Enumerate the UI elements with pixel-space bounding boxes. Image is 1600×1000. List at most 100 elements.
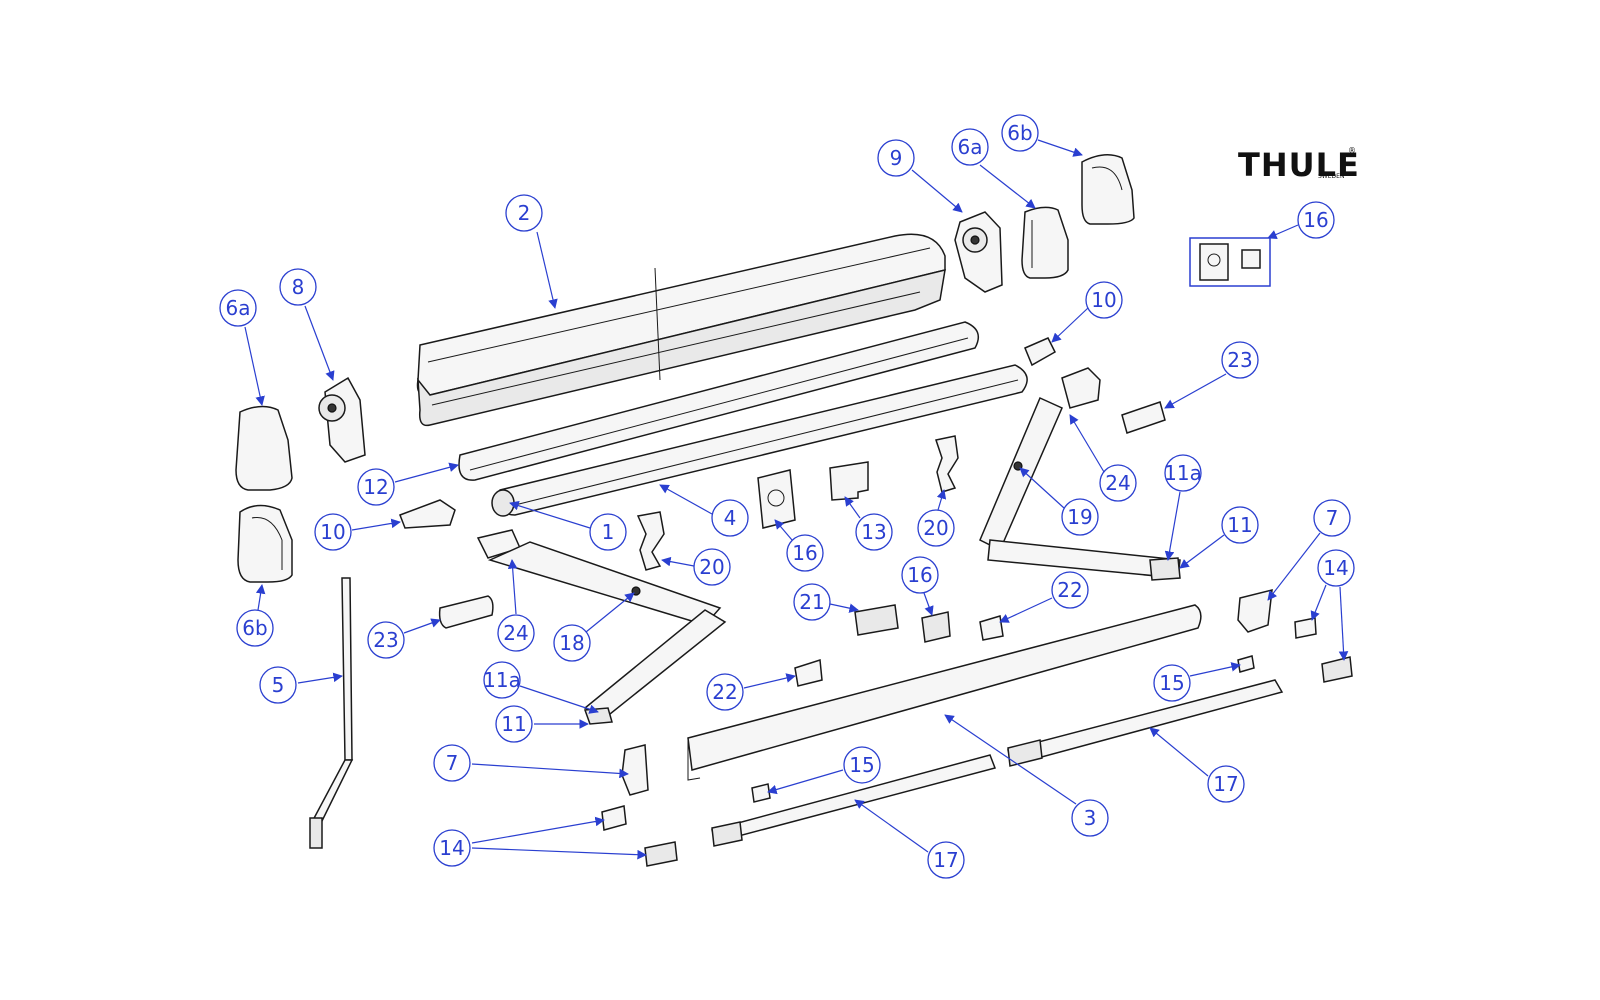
leader-line bbox=[743, 673, 796, 689]
callout-label: 6b bbox=[1007, 121, 1032, 145]
callout-label: 15 bbox=[1159, 671, 1184, 695]
part-7-right bbox=[1237, 589, 1273, 633]
callout-label: 11 bbox=[1227, 513, 1252, 537]
leader-line bbox=[1189, 662, 1241, 677]
part-13 bbox=[829, 461, 869, 501]
callout-6b-left: 6b bbox=[236, 584, 274, 647]
leader-line bbox=[854, 799, 929, 853]
callout-14-right: 14 bbox=[1310, 549, 1355, 661]
leader-line bbox=[1310, 584, 1327, 621]
callout-label: 13 bbox=[861, 520, 886, 544]
part-15-right bbox=[1237, 655, 1255, 673]
callout-label: 20 bbox=[699, 555, 724, 579]
callout-circle bbox=[279, 268, 317, 306]
callout-circle bbox=[433, 744, 471, 782]
callout-label: 14 bbox=[439, 836, 464, 860]
part-7-left bbox=[621, 744, 649, 796]
callout-1: 1 bbox=[509, 500, 627, 551]
callout-circle bbox=[706, 673, 744, 711]
callout-label: 6b bbox=[242, 616, 267, 640]
leader-line bbox=[1051, 307, 1089, 343]
leader-line bbox=[519, 685, 599, 714]
callout-circle bbox=[793, 583, 831, 621]
part-14-left-a bbox=[601, 805, 627, 831]
part-22-right bbox=[979, 615, 1004, 641]
callout-circle bbox=[357, 468, 395, 506]
callout-6a-left: 6a bbox=[219, 289, 265, 406]
callout-circle bbox=[495, 705, 533, 743]
callout-20-left: 20 bbox=[661, 548, 731, 586]
callout-11-right: 11 bbox=[1179, 506, 1259, 569]
leader-line bbox=[1267, 224, 1299, 239]
callout-circle bbox=[314, 513, 352, 551]
callout-circle bbox=[917, 509, 955, 547]
callout-17-right: 17 bbox=[1149, 727, 1245, 803]
part-16-mid bbox=[757, 469, 796, 529]
callout-label: 24 bbox=[503, 621, 528, 645]
callout-circle bbox=[219, 289, 257, 327]
callout-7-right: 7 bbox=[1267, 499, 1351, 601]
callout-label: 16 bbox=[907, 563, 932, 587]
part-20-right bbox=[935, 435, 959, 493]
callout-circle bbox=[1099, 464, 1137, 502]
leader-line bbox=[944, 714, 1077, 805]
callout-label: 2 bbox=[518, 201, 531, 225]
leader-line bbox=[507, 559, 518, 615]
leader-line bbox=[911, 169, 963, 213]
leader-line bbox=[351, 518, 401, 531]
callout-13: 13 bbox=[844, 496, 893, 551]
callout-label: 16 bbox=[1303, 208, 1328, 232]
callout-8: 8 bbox=[279, 268, 335, 381]
callout-16-mid: 16 bbox=[774, 519, 824, 572]
callout-label: 21 bbox=[799, 590, 824, 614]
leader-line bbox=[659, 484, 713, 515]
callout-label: 1 bbox=[602, 520, 615, 544]
callout-label: 5 bbox=[272, 673, 285, 697]
callout-circle bbox=[951, 128, 989, 166]
leader-line bbox=[403, 618, 441, 634]
callout-circle bbox=[1221, 506, 1259, 544]
callout-circle bbox=[1001, 114, 1039, 152]
callout-22-left: 22 bbox=[706, 673, 796, 711]
leader-line bbox=[1149, 727, 1209, 777]
part-front-valance bbox=[687, 604, 1202, 781]
leader-line bbox=[844, 496, 861, 519]
callout-circle bbox=[1313, 499, 1351, 537]
callout-circle bbox=[1061, 498, 1099, 536]
callout-17-left: 17 bbox=[854, 799, 965, 879]
callout-24-right: 24 bbox=[1069, 414, 1137, 502]
leader-line bbox=[297, 672, 343, 684]
leader-line bbox=[1069, 414, 1105, 473]
part-14-left-b bbox=[644, 841, 678, 867]
callout-24-left: 24 bbox=[497, 559, 535, 652]
leader-line bbox=[471, 816, 605, 844]
callout-23-left: 23 bbox=[367, 618, 441, 659]
part-21 bbox=[854, 604, 899, 636]
leader-line bbox=[585, 592, 635, 633]
leader-line bbox=[1179, 534, 1225, 569]
callout-label: 23 bbox=[373, 628, 398, 652]
callout-11a-left: 11a bbox=[483, 661, 599, 714]
callout-2: 2 bbox=[505, 194, 558, 309]
part-23-right bbox=[1121, 401, 1166, 434]
callout-label: 23 bbox=[1227, 348, 1252, 372]
callout-10-right: 10 bbox=[1051, 281, 1123, 343]
callout-7-left: 7 bbox=[433, 744, 629, 782]
callout-label: 8 bbox=[292, 275, 305, 299]
callout-label: 18 bbox=[559, 631, 584, 655]
callout-19: 19 bbox=[1019, 467, 1099, 536]
leader-line bbox=[774, 519, 793, 541]
leader-line bbox=[471, 847, 647, 860]
leader-line bbox=[394, 462, 459, 483]
leader-line bbox=[767, 769, 844, 795]
callout-label: 6a bbox=[958, 135, 983, 159]
part-10-left bbox=[399, 499, 456, 529]
callout-label: 11a bbox=[1164, 461, 1202, 485]
part-crank-handle bbox=[309, 577, 354, 849]
parts-layer bbox=[235, 154, 1353, 867]
callout-label: 3 bbox=[1084, 806, 1097, 830]
callout-16-lower: 16 bbox=[901, 556, 939, 616]
callout-circle bbox=[483, 661, 521, 699]
callout-circle bbox=[1071, 799, 1109, 837]
callout-circle bbox=[1221, 341, 1259, 379]
